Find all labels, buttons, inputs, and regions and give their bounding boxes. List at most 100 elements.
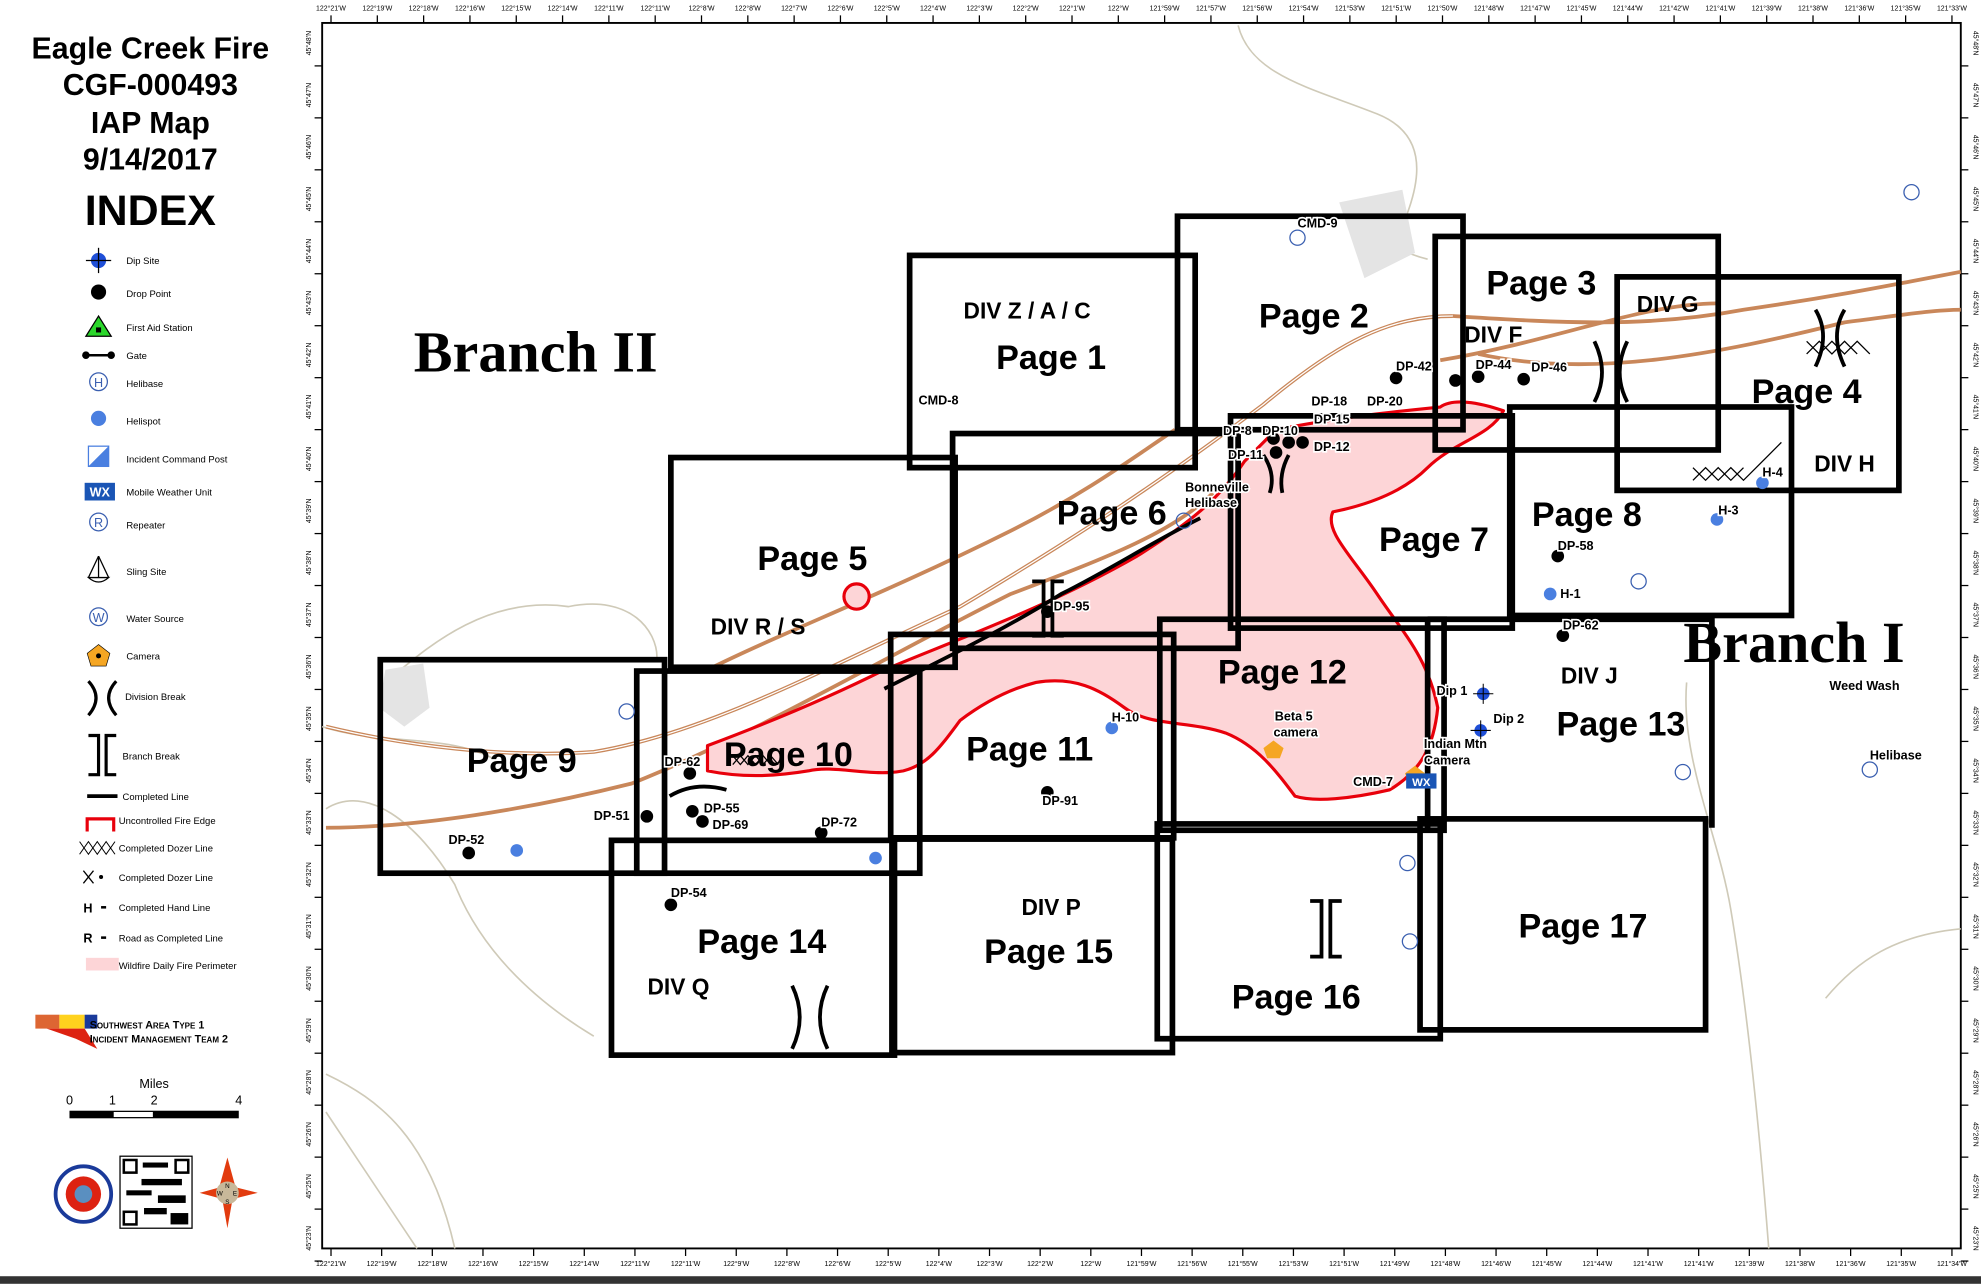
water-source-icon	[1401, 933, 1419, 950]
longitude-label: 122°15'W	[519, 1260, 549, 1268]
scale-tick: 4	[235, 1093, 242, 1107]
page-label[interactable]: Page 5	[757, 540, 867, 578]
page-16-box[interactable]	[1154, 821, 1444, 1042]
page-label[interactable]: Page 11	[966, 731, 1093, 769]
page-4-box[interactable]	[1614, 274, 1902, 494]
page-15-box[interactable]	[889, 836, 1176, 1056]
longitude-label: 121°35'W	[1891, 4, 1921, 12]
repeater-icon	[618, 703, 635, 720]
longitude-label: 121°39'W	[1734, 1260, 1764, 1268]
page-label[interactable]: Page 3	[1486, 265, 1596, 303]
mobile-weather-unit-icon	[1406, 773, 1437, 789]
longitude-label: 121°51'W	[1381, 4, 1411, 12]
legend-label: Dip Site	[126, 256, 159, 267]
latitude-label: 45°41'N	[1971, 395, 1979, 420]
map-type: IAP Map	[91, 107, 210, 140]
drop-point-label: DP-42	[1396, 359, 1432, 373]
latitude-label: 45°36'N	[305, 654, 313, 679]
longitude-label: 122°6'W	[825, 1260, 852, 1268]
camera-label: Camera	[1424, 754, 1471, 768]
cmd-label: CMD-7	[1353, 775, 1393, 789]
latitude-label: 45°26'N	[1971, 1122, 1979, 1147]
page-1-box[interactable]	[906, 252, 1199, 471]
legend-label: Uncontrolled Fire Edge	[119, 816, 216, 827]
division-breaks	[668, 308, 1847, 1050]
page-17-box[interactable]	[1417, 816, 1709, 1033]
branch-break-icon	[88, 733, 117, 777]
page-labels: Page 1 Page 2 Page 3 Page 4 Page 5 Page …	[467, 265, 1862, 1017]
cmd-label: CMD-9	[1298, 217, 1338, 231]
page-8-box[interactable]	[1506, 404, 1795, 619]
latitude-label: 45°23'N	[305, 1226, 313, 1251]
helibase-label: Helibase	[1185, 496, 1237, 510]
latitude-label: 45°23'N	[1971, 1226, 1979, 1251]
drop-point-label: DP-69	[713, 818, 749, 832]
latitude-label: 45°33'N	[1971, 810, 1979, 835]
drop-point-label: DP-52	[449, 833, 485, 847]
repeater-icon: R	[89, 512, 109, 532]
page-label[interactable]: Page 17	[1519, 908, 1648, 946]
legend-label: Helispot	[126, 417, 161, 428]
drop-point-label: DP-11	[1228, 448, 1263, 462]
helispot-label: H-3	[1718, 503, 1738, 517]
legend-label: Water Source	[126, 614, 184, 625]
scale-bar: Miles 0 1 2 4	[66, 1077, 242, 1119]
page-3-box[interactable]	[1432, 233, 1722, 453]
latitude-label: 45°30'N	[305, 966, 313, 991]
page-label[interactable]: Page 2	[1259, 297, 1369, 335]
team-line-1: Southwest Area Type 1	[90, 1020, 205, 1032]
division-label: DIV R / S	[711, 613, 806, 639]
page-index-boxes	[377, 213, 1902, 1058]
longitude-label: 122°3'W	[976, 1260, 1003, 1268]
bottom-bar	[0, 1276, 1981, 1284]
latitude-label: 45°25'N	[1971, 1174, 1979, 1199]
svg-text:H: H	[83, 901, 92, 915]
svg-text:W: W	[93, 611, 105, 625]
latitude-label: 45°37'N	[305, 602, 313, 627]
longitude-label: 122°21'W	[316, 1260, 346, 1268]
page-label[interactable]: Page 10	[724, 736, 853, 774]
incident-number: CGF-000493	[63, 69, 238, 102]
compass-rose: N S E W	[199, 1157, 258, 1229]
page-label[interactable]: Page 13	[1556, 705, 1685, 743]
longitude-label: 121°53'W	[1335, 4, 1365, 12]
longitude-label: 121°39'W	[1752, 4, 1782, 12]
svg-text:R: R	[94, 516, 103, 530]
longitude-label: 121°45'W	[1566, 4, 1596, 12]
dip-site-label: Dip 1	[1436, 684, 1467, 698]
page-label[interactable]: Page 12	[1218, 654, 1347, 692]
page-2-box[interactable]	[1174, 213, 1466, 433]
longitude-label: 121°44'W	[1582, 1260, 1612, 1268]
latitude-label: 45°39'N	[1971, 499, 1979, 524]
completed-dozer-line-x-icon	[82, 870, 104, 884]
longitude-label: 121°44'W	[1613, 4, 1643, 12]
drop-point-label: DP-20	[1367, 395, 1403, 409]
latitude-label: 45°34'N	[305, 758, 313, 783]
longitude-label: 121°59'W	[1126, 1260, 1156, 1268]
page-label[interactable]: Page 9	[467, 742, 577, 780]
drop-point-label: DP-95	[1054, 599, 1090, 613]
page-12-box[interactable]	[1156, 616, 1447, 834]
longitude-label: 122°9'W	[723, 1260, 750, 1268]
page-label[interactable]: Page 14	[697, 923, 826, 961]
page-label[interactable]: Page 15	[984, 933, 1113, 971]
legend-label: Incident Command Post	[126, 455, 227, 466]
page-label[interactable]: Page 4	[1752, 373, 1862, 411]
page-label[interactable]: Page 1	[996, 339, 1106, 377]
page-9-box[interactable]	[377, 656, 668, 877]
page-label[interactable]: Page 8	[1532, 496, 1642, 534]
branch-ii-label: Branch II	[414, 320, 658, 385]
road-as-completed-line-icon: R	[83, 932, 107, 946]
legend-label: Repeater	[126, 520, 165, 531]
longitude-label: 121°59'W	[1150, 4, 1180, 12]
page-13-box[interactable]	[1424, 616, 1715, 828]
page-10-box[interactable]	[633, 668, 923, 877]
page-label[interactable]: Page 6	[1057, 495, 1167, 533]
longitude-label: 121°54'W	[1289, 4, 1319, 12]
page-label[interactable]: Page 7	[1379, 521, 1489, 559]
water-source-icon	[1630, 573, 1647, 590]
repeater-icon	[1903, 184, 1920, 201]
page-label[interactable]: Page 16	[1232, 978, 1361, 1016]
page-6-box[interactable]	[949, 430, 1241, 652]
scale-tick: 1	[109, 1093, 116, 1107]
